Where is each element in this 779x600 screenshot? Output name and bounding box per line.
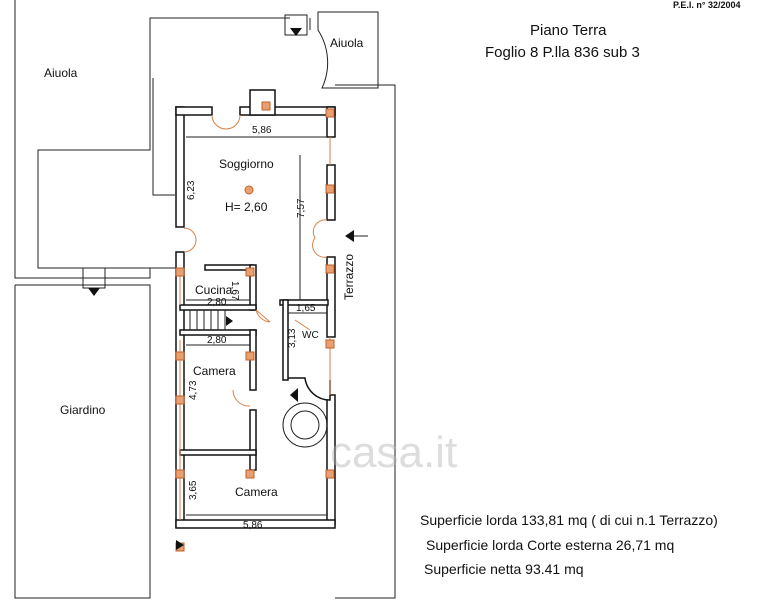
cadastral-reference: Foglio 8 P.lla 836 sub 3 (485, 44, 640, 61)
room-label-camera: Camera (235, 485, 278, 499)
entry-arrow-icon (290, 28, 302, 36)
summary-net-area: Superficie netta 93.41 mq (424, 561, 584, 577)
dimension-label: 3,65 (188, 480, 199, 500)
room-label-cucina: Cucina (195, 283, 233, 297)
stairs (189, 310, 233, 330)
doors-windows (179, 114, 331, 520)
site-boundaries (14, 0, 396, 599)
room-label-soggiorno: Soggiorno (219, 157, 274, 171)
dimension-label: 2,80 (207, 335, 227, 346)
watermark-logo: casa.it (330, 428, 458, 477)
entry-arrow-icon (345, 230, 368, 242)
room-label-aiuola: Aiuola (44, 66, 78, 80)
dimension-label: 1,67 (229, 281, 240, 301)
dimension-label: 1,65 (296, 303, 316, 314)
entry-arrow-icon (176, 540, 184, 550)
dimension-label: 5,86 (252, 125, 272, 136)
entry-arrow-icon (88, 288, 100, 296)
room-label-aiuola-top: Aiuola (330, 36, 364, 50)
dimension-label: 7,57 (296, 198, 307, 218)
summary-courtyard-area: Superficie lorda Corte esterna 26,71 mq (426, 537, 675, 553)
room-label-camera: Camera (193, 364, 236, 378)
dimension-label: 6,23 (186, 180, 197, 200)
room-label-terrazzo: Terrazzo (342, 253, 356, 300)
columns (175, 101, 335, 552)
room-label-wc: WC (302, 330, 319, 341)
permit-number: P.E.I. n° 32/2004 (673, 0, 741, 10)
room-label-giardino: Giardino (60, 403, 106, 417)
dimension-label: 4,73 (188, 380, 199, 400)
ceiling-height: H= 2,60 (225, 200, 268, 214)
floor-title: Piano Terra (530, 22, 607, 39)
dimension-label: 3,13 (287, 328, 298, 348)
dimension-label: 2,80 (207, 297, 227, 308)
summary-gross-area: Superficie lorda 133,81 mq ( di cui n.1 … (420, 512, 718, 528)
walls (175, 89, 336, 529)
dimension-label: 5,86 (243, 520, 263, 531)
